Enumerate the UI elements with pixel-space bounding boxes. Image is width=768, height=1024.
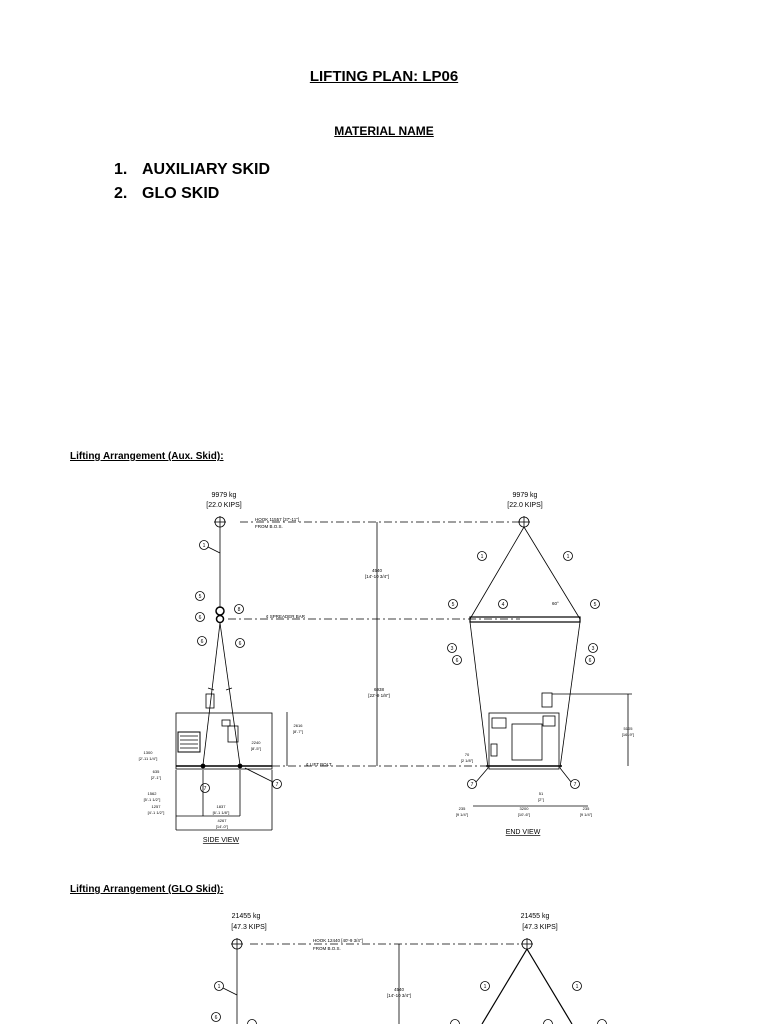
- hook-from-note: FROM B.O.S.: [255, 524, 283, 529]
- svg-text:3200: 3200: [520, 806, 530, 811]
- glo-end-view: 21455 kg [47.3 KIPS] 1 1: [450, 913, 607, 1024]
- svg-text:2240: 2240: [252, 740, 262, 745]
- svg-text:[2"]: [2"]: [538, 797, 544, 802]
- glo-end-weight-label: 21455 kg: [521, 913, 550, 920]
- svg-text:235: 235: [583, 806, 590, 811]
- svg-text:6: 6: [215, 1015, 218, 1021]
- glo-hook-note: HOOK 12440 [40'-9 3/4"]: [313, 938, 363, 943]
- svg-text:[8'-7"]: [8'-7"]: [293, 729, 303, 734]
- material-number: 2.: [114, 185, 128, 202]
- svg-text:[2 1/8"]: [2 1/8"]: [461, 758, 474, 763]
- svg-text:[6'-1 1/8"]: [6'-1 1/8"]: [213, 810, 230, 815]
- hook-note: HOOK 11557 [37'-11"]: [255, 517, 299, 522]
- svg-text:7: 7: [574, 782, 577, 788]
- lift-bolt-label: ¢ LIFT BOLT: [306, 762, 332, 767]
- material-item: 1. AUXILIARY SKID: [114, 158, 270, 182]
- svg-text:4: 4: [502, 602, 505, 608]
- svg-text:6: 6: [456, 658, 459, 664]
- aux-skid-lifting-drawing: 9979 kg [22.0 KIPS] HOOK 11557 [37'-11"]…: [139, 492, 635, 844]
- glo-end-weight-kips-label: [47.3 KIPS]: [522, 924, 557, 931]
- end-view-label: END VIEW: [506, 829, 541, 836]
- side-weight-kips-label: [22.0 KIPS]: [206, 502, 241, 509]
- svg-text:3: 3: [451, 646, 454, 652]
- svg-text:4540: 4540: [394, 987, 405, 992]
- svg-text:1: 1: [567, 554, 570, 560]
- svg-text:[8'-5"]: [8'-5"]: [251, 746, 261, 751]
- dim-lower: 6938: [374, 687, 385, 692]
- callout-label: 5: [199, 594, 202, 600]
- callout-1: [199, 540, 209, 550]
- svg-text:1300: 1300: [144, 750, 154, 755]
- dim-lower-imp: [22'-9 1/8"]: [368, 693, 389, 698]
- glo-skid-section-label: Lifting Arrangement (GLO Skid):: [70, 884, 224, 895]
- svg-text:7: 7: [204, 786, 207, 792]
- svg-text:235: 235: [459, 806, 466, 811]
- svg-text:635: 635: [153, 769, 160, 774]
- aux-skid-section-label: Lifting Arrangement (Aux. Skid):: [70, 451, 224, 462]
- glo-hook-from-note: FROM B.O.S.: [313, 946, 341, 951]
- svg-text:[9 1/4"]: [9 1/4"]: [580, 812, 593, 817]
- svg-text:5: 5: [594, 602, 597, 608]
- material-number: 1.: [114, 161, 128, 178]
- dim-upper-imp: [14'-10 3/4"]: [365, 574, 389, 579]
- side-view: 9979 kg [22.0 KIPS] HOOK 11557 [37'-11"]…: [139, 492, 530, 844]
- svg-text:[16'-9"]: [16'-9"]: [622, 732, 634, 737]
- end-weight-kips-label: [22.0 KIPS]: [507, 502, 542, 509]
- callout-label: 6: [199, 615, 202, 621]
- dim-upper: 4540: [372, 568, 383, 573]
- svg-text:1: 1: [484, 984, 487, 990]
- svg-text:[10'-6"]: [10'-6"]: [518, 812, 530, 817]
- svg-text:6: 6: [239, 641, 242, 647]
- svg-text:[2'-11 1/4"]: [2'-11 1/4"]: [139, 756, 158, 761]
- svg-text:[14'-0"]: [14'-0"]: [216, 824, 228, 829]
- svg-text:1: 1: [576, 984, 579, 990]
- svg-text:[9 1/4"]: [9 1/4"]: [456, 812, 469, 817]
- glo-side-weight-kips-label: [47.3 KIPS]: [231, 924, 266, 931]
- svg-text:1: 1: [218, 984, 221, 990]
- svg-text:6: 6: [201, 639, 204, 645]
- svg-text:51: 51: [539, 791, 544, 796]
- svg-text:7: 7: [471, 782, 474, 788]
- side-view-label: SIDE VIEW: [203, 837, 240, 844]
- svg-text:5105: 5105: [624, 726, 634, 731]
- glo-skid-lifting-drawing: 21455 kg [47.3 KIPS] HOOK 12440 [40'-9 3…: [211, 913, 607, 1024]
- svg-text:6: 6: [589, 658, 592, 664]
- svg-text:[5'-1 1/2"]: [5'-1 1/2"]: [144, 797, 161, 802]
- svg-text:7: 7: [276, 782, 279, 788]
- sling-angle: 60°: [552, 601, 559, 606]
- svg-text:70: 70: [465, 752, 470, 757]
- material-label: GLO SKID: [142, 185, 220, 202]
- callout-label: 8: [238, 607, 241, 613]
- side-weight-label: 9979 kg: [212, 492, 237, 499]
- material-list: 1. AUXILIARY SKID 2. GLO SKID: [114, 158, 270, 206]
- glo-side-view: 21455 kg [47.3 KIPS] HOOK 12440 [40'-9 3…: [211, 913, 520, 1024]
- svg-text:4267: 4267: [218, 818, 228, 823]
- svg-text:3: 3: [592, 646, 595, 652]
- svg-text:2616: 2616: [294, 723, 304, 728]
- callout-label: 1: [203, 543, 206, 549]
- svg-text:1257: 1257: [152, 804, 162, 809]
- page-title: LIFTING PLAN: LP06: [309, 68, 459, 85]
- material-name-heading: MATERIAL NAME: [334, 124, 434, 138]
- svg-text:[14'-10 3/4"]: [14'-10 3/4"]: [387, 993, 411, 998]
- spreader-bar: [469, 616, 581, 623]
- svg-text:[4'-1 1/2"]: [4'-1 1/2"]: [148, 810, 165, 815]
- material-item: 2. GLO SKID: [114, 182, 270, 206]
- aux-skid-body: [175, 712, 273, 770]
- svg-text:1837: 1837: [217, 804, 227, 809]
- svg-text:5: 5: [452, 602, 455, 608]
- svg-text:1: 1: [481, 554, 484, 560]
- spreader-bar-label: ¢ SPREADER BAR: [266, 614, 306, 619]
- glo-side-weight-label: 21455 kg: [232, 913, 261, 920]
- material-label: AUXILIARY SKID: [142, 161, 271, 178]
- aux-skid-end-body: [488, 712, 560, 770]
- svg-text:1562: 1562: [148, 791, 158, 796]
- end-view: 9979 kg [22.0 KIPS] 1 1 60° 4 5 5 3 3 6 …: [447, 492, 634, 836]
- end-weight-label: 9979 kg: [513, 492, 538, 499]
- svg-text:[2'-1"]: [2'-1"]: [151, 775, 161, 780]
